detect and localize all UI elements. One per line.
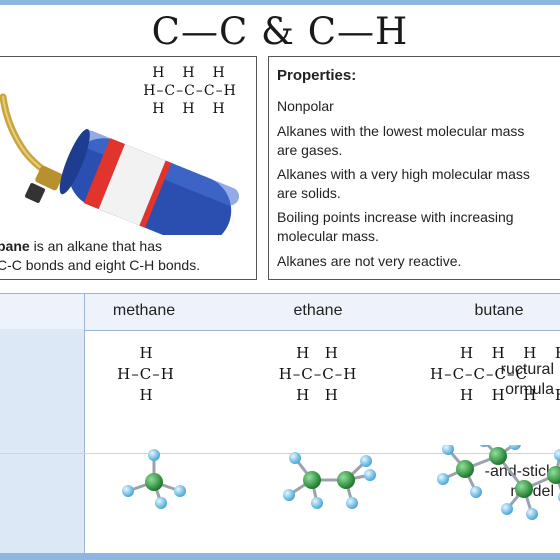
ethane-bottom-hydrogens: H H <box>296 386 340 404</box>
hydrogen-atom <box>346 497 358 509</box>
carbon-atom <box>489 447 507 465</box>
methane-structural-formula: H H–C–H H <box>96 343 196 406</box>
ball-and-stick-models <box>122 445 560 520</box>
hydrogen-atom <box>122 485 134 497</box>
propane-carbon-chain: H–C–C–C–H <box>143 83 237 99</box>
hydrogen-atom <box>174 485 186 497</box>
hydrogen-atom <box>470 486 482 498</box>
property-gases-line1: Alkanes with the lowest molecular mass <box>277 123 525 139</box>
butane-structural-formula: H H H H H–C–C–C–C H H H H <box>430 343 560 406</box>
row-label-model-line1: -and-stick <box>484 463 554 480</box>
column-butane: butane <box>474 302 524 319</box>
hydrogen-atom <box>283 489 295 501</box>
carbon-atom <box>515 480 533 498</box>
hydrogen-atom <box>526 508 538 520</box>
column-ethane: ethane <box>293 302 343 319</box>
hydrogen-atom <box>437 473 449 485</box>
property-reactivity: Alkanes are not very reactive. <box>277 253 462 269</box>
alkane-comparison-table: methane ethane butane ructural ormula -a… <box>0 293 560 560</box>
property-boiling-line2: molecular mass. <box>277 228 379 244</box>
butane-carbon-row: H–C–C–C–C <box>430 365 528 383</box>
carbon-atom <box>456 460 474 478</box>
propane-caption: pane is an alkane that has C-C bonds and… <box>0 237 252 275</box>
column-methane: methane <box>112 302 176 319</box>
properties-panel: Properties: Nonpolar Alkanes with the lo… <box>268 56 560 280</box>
page-title: C—C & C—H <box>151 10 409 53</box>
hydrogen-atom <box>364 469 376 481</box>
table-header-row <box>0 293 560 331</box>
hydrogen-atom <box>509 445 521 450</box>
property-solids-line2: are solids. <box>277 185 341 201</box>
row-divider <box>0 453 560 454</box>
butane-top-hydrogens: H H H H <box>460 344 560 362</box>
propane-bottom-hydrogens: H H H <box>152 101 228 117</box>
methane-top-hydrogen: H <box>139 344 153 362</box>
hydrogen-atom <box>311 497 323 509</box>
properties-title: Properties: <box>277 67 357 84</box>
top-accent-bar <box>0 0 560 5</box>
property-boiling-line1: Boiling points increase with increasing <box>277 209 514 225</box>
row-label-structural-line2: ormula <box>505 381 554 398</box>
propane-top-hydrogens: H H H <box>152 65 228 81</box>
hydrogen-atom <box>360 455 372 467</box>
bottom-accent-bar <box>0 553 560 560</box>
caption-bold-term: pane <box>0 238 30 254</box>
hydrogen-atom <box>442 445 454 455</box>
hydrogen-atom <box>148 449 160 461</box>
caption-line2: C-C bonds and eight C-H bonds. <box>0 257 201 273</box>
carbon-atom <box>337 471 355 489</box>
propane-torch-illustration <box>0 93 240 235</box>
methane-carbon-row: H–C–H <box>117 365 175 383</box>
row-label-structural: ructural ormula <box>470 360 554 400</box>
hydrogen-atom <box>155 497 167 509</box>
propane-structural-formula: H H H H–C–C–C–H H H H <box>135 65 245 117</box>
header-divider <box>84 293 85 329</box>
row-label-column <box>0 329 85 553</box>
hydrogen-atom <box>501 503 513 515</box>
row-label-structural-line1: ructural <box>500 361 554 378</box>
hydrogen-atom <box>289 452 301 464</box>
property-nonpolar: Nonpolar <box>277 98 334 114</box>
ethane-top-hydrogens: H H <box>296 344 340 362</box>
hydrogen-atom <box>479 445 489 447</box>
models-group <box>122 445 560 520</box>
ethane-structural-formula: H H H–C–C–H H H <box>258 343 378 406</box>
carbon-atom <box>303 471 321 489</box>
methane-bottom-hydrogen: H <box>139 386 153 404</box>
property-gases-line2: are gases. <box>277 142 343 158</box>
carbon-atom <box>547 466 560 484</box>
caption-line1: is an alkane that has <box>29 238 162 254</box>
ethane-carbon-row: H–C–C–H <box>278 365 358 383</box>
butane-bottom-hydrogens: H H H H <box>460 386 560 404</box>
hydrogen-atom <box>554 449 560 461</box>
propane-panel: H H H H–C–C–C–H H H H pane is an alkane … <box>0 56 257 280</box>
property-solids-line1: Alkanes with a very high molecular mass <box>277 166 530 182</box>
carbon-atom <box>145 473 163 491</box>
